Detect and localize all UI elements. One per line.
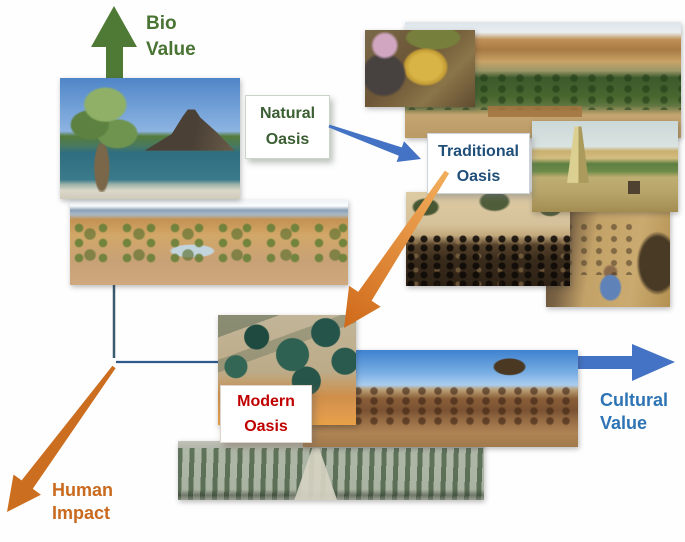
bio-value-axis-label-line1: Bio (146, 13, 177, 34)
photo-natural-oasis-lake (60, 78, 240, 199)
traditional-oasis-label-line2: Oasis (456, 167, 501, 185)
photo-desert-shrub-oasis (70, 200, 348, 285)
photo-minaret-village (532, 121, 678, 212)
photo-palm-plantation-rows (178, 441, 484, 500)
modern-oasis-label: Modern Oasis (220, 385, 312, 443)
modern-oasis-label-line1: Modern (237, 393, 295, 410)
bio-value-axis-arrow-icon (91, 6, 137, 84)
natural-oasis-label: Natural Oasis (245, 95, 330, 159)
natural-oasis-label-line2: Oasis (265, 131, 310, 148)
cultural-value-axis-label-line1: Cultural (600, 390, 669, 410)
natural-oasis-label-line1: Natural (259, 105, 316, 122)
traditional-oasis-label-line1: Traditional (438, 142, 519, 160)
bio-value-axis-label: Bio Value (146, 11, 196, 63)
human-impact-axis-label-line2: Impact (52, 503, 111, 523)
human-impact-axis-label-line1: Human (52, 480, 114, 500)
photo-date-harvest (365, 30, 475, 107)
traditional-oasis-label: Traditional Oasis (427, 133, 530, 194)
bio-value-axis-label-line2: Value (146, 39, 196, 60)
cultural-value-axis-label: Cultural Value (600, 389, 668, 435)
cultural-value-axis-arrow-icon (520, 344, 675, 381)
modern-oasis-label-line2: Oasis (244, 418, 288, 435)
cultural-value-axis-label-line2: Value (600, 413, 648, 433)
human-impact-axis-label: Human Impact (52, 479, 113, 525)
